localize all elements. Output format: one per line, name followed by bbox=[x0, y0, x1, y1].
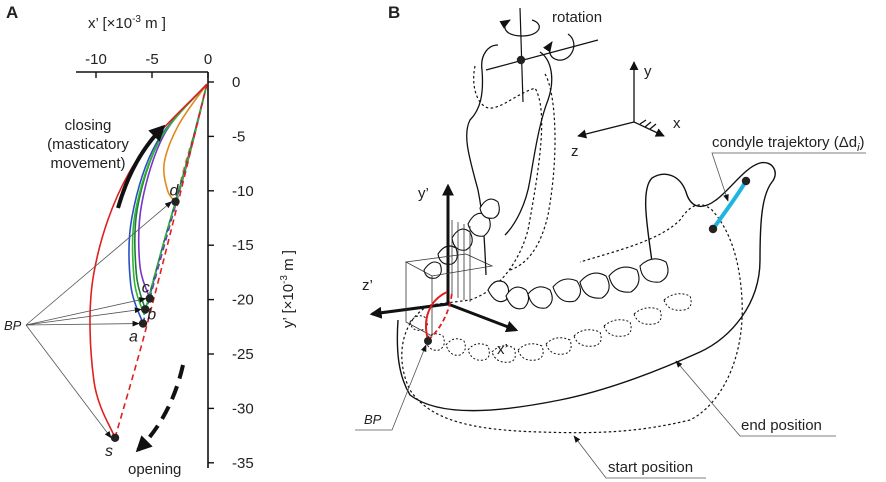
x-tick-label: 0 bbox=[204, 51, 212, 68]
series-6-opening-curve bbox=[114, 84, 208, 439]
incisal-point bbox=[424, 337, 432, 345]
opening-arrow bbox=[135, 364, 185, 453]
mandible-end-body bbox=[396, 161, 776, 412]
y-axis-title: y’ [×10-3 m ] bbox=[279, 250, 297, 328]
series-4-closing-curve bbox=[128, 83, 208, 324]
series-5-opening-curve bbox=[143, 84, 208, 316]
rotation-arrow-vertical bbox=[499, 19, 540, 37]
condyle-center-point bbox=[516, 55, 526, 65]
point-label-c: c bbox=[142, 280, 150, 297]
point-s bbox=[110, 433, 120, 442]
point-a bbox=[138, 319, 148, 328]
axis-ticks: -10 -5 0 0 -5 -10 -15 -20 -25 -30 -35 bbox=[85, 51, 254, 472]
rotation-axis-horizontal bbox=[485, 39, 599, 71]
series-5-closing-curve bbox=[131, 83, 208, 316]
start-position-label: start position bbox=[608, 459, 693, 476]
y-tick-label: -25 bbox=[232, 346, 254, 363]
y-tick-label: -5 bbox=[232, 128, 245, 145]
condyle-trajectory-label: condyle trajektory (Δdi) bbox=[712, 134, 865, 154]
point-b bbox=[141, 305, 150, 314]
bp-leader-s bbox=[25, 324, 112, 439]
y-tick-label: -20 bbox=[232, 292, 254, 309]
incisal-trajectory-dashed bbox=[427, 291, 453, 341]
rotation-arrow-horizontal bbox=[543, 33, 575, 61]
local-axes bbox=[369, 183, 519, 333]
bp-leader-a bbox=[25, 320, 140, 327]
global-axis-x-label: x bbox=[673, 115, 681, 132]
end-position-leader bbox=[675, 360, 836, 437]
x-axis-title-unit: m ] bbox=[141, 15, 166, 32]
y-tick-label: -15 bbox=[232, 237, 254, 254]
y-tick-label: -30 bbox=[232, 400, 254, 417]
condyle-end-point bbox=[741, 176, 751, 186]
x-axis-title-base: x’ [×10 bbox=[88, 15, 132, 32]
start-position-leader bbox=[573, 435, 706, 479]
point-d bbox=[171, 197, 180, 206]
x-axis-title-exp: -3 bbox=[132, 14, 141, 25]
rotation-axis-vertical bbox=[519, 7, 524, 103]
x-axis-title: x’ [×10-3 m ] bbox=[88, 14, 166, 32]
global-axis-z-label: z bbox=[571, 143, 579, 160]
y-tick-label: 0 bbox=[232, 74, 240, 91]
point-label-a: a bbox=[129, 329, 138, 346]
rotation-label: rotation bbox=[552, 9, 602, 26]
point-label-d: d bbox=[170, 183, 180, 200]
panel-a-bp-label: BP bbox=[4, 318, 22, 333]
teeth-solid bbox=[423, 198, 669, 310]
y-tick-label: -10 bbox=[232, 183, 254, 200]
panel-b-bp-leader bbox=[355, 344, 427, 431]
point-label-s: s bbox=[105, 443, 113, 460]
global-axis-y-label: y bbox=[644, 63, 652, 80]
bp-leader-lines bbox=[25, 201, 173, 439]
end-position-label: end position bbox=[741, 417, 822, 434]
panel-a-letter: A bbox=[6, 3, 18, 22]
y-axis-title-unit: m ] bbox=[280, 250, 297, 275]
condyle-start-point bbox=[708, 224, 718, 234]
local-axis-y-label: y’ bbox=[418, 185, 429, 202]
series-1-closing-curve bbox=[163, 83, 208, 203]
closing-arrow bbox=[116, 124, 166, 209]
teeth-dotted bbox=[409, 293, 692, 363]
y-axis-title-base: y’ [×10 bbox=[280, 284, 297, 328]
y-axis-title-exp: -3 bbox=[279, 275, 290, 284]
point-label-b: b bbox=[147, 306, 156, 323]
x-tick-label: -10 bbox=[85, 51, 107, 68]
mandible-start-outline bbox=[401, 65, 743, 434]
panel-b-bp-label: BP bbox=[364, 412, 382, 427]
trajectory-curves bbox=[89, 83, 208, 439]
trajectory-points: d cba s bbox=[105, 183, 180, 460]
local-axis-z-label: z’ bbox=[362, 277, 373, 294]
bp-leader-d bbox=[25, 201, 173, 326]
bp-leader-c bbox=[25, 297, 147, 326]
opening-label: opening bbox=[128, 461, 181, 478]
incisal-trajectory-solid bbox=[425, 291, 448, 341]
x-tick-label: -5 bbox=[145, 51, 158, 68]
panel-b-letter: B bbox=[388, 3, 400, 22]
mandible-start-ramus bbox=[509, 73, 556, 271]
y-tick-label: -35 bbox=[232, 455, 254, 472]
condyle-leader bbox=[711, 152, 866, 202]
panel-b: B bbox=[355, 3, 866, 479]
local-axis-x-label: x’ bbox=[497, 341, 508, 358]
point-c bbox=[145, 294, 154, 303]
bp-leader-b bbox=[25, 307, 142, 326]
global-axes bbox=[577, 61, 665, 139]
